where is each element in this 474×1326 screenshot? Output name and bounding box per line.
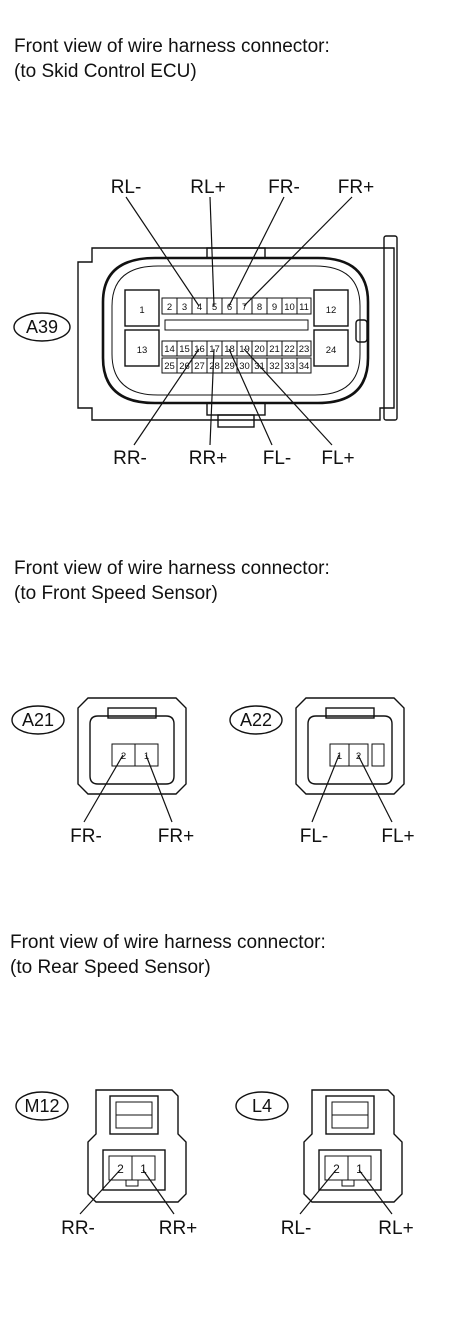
wire-label-fr-plus: FR+ — [338, 177, 374, 198]
pin-label: 32 — [269, 361, 280, 372]
pin-label: 1 — [139, 305, 144, 316]
pin-label: 6 — [227, 302, 232, 313]
pin-label: 2 — [121, 751, 126, 762]
rear-caption-line1: Front view of wire harness connector: — [10, 932, 326, 953]
connector-tag-a39 — [13, 312, 71, 342]
pin-label: 12 — [326, 305, 337, 316]
ecu-side-rail — [383, 235, 398, 421]
pin-label: 2 — [167, 302, 172, 313]
front-sensor-diagram: A21 2 1 FR- FR+ A22 1 2 FL- FL+ — [11, 697, 415, 847]
connector-id: A22 — [240, 710, 272, 730]
connector-id: A21 — [22, 710, 54, 730]
connector-id: M12 — [24, 1096, 59, 1116]
ecu-connector-diagram: 1 12 13 24 2 3 4 5 6 7 8 9 10 11 14 15 1… — [13, 177, 398, 469]
pin-label: 9 — [272, 302, 277, 313]
pin-label: 8 — [257, 302, 262, 313]
wire-label-fr-minus: FR- — [70, 826, 102, 847]
ecu-pin-row-1: 2 3 4 5 6 7 8 9 10 11 — [167, 302, 309, 313]
pin-label: 1 — [356, 1162, 363, 1176]
pin-label: 23 — [299, 344, 310, 355]
ecu-shroud — [101, 256, 370, 405]
pin-label: 30 — [239, 361, 250, 372]
connector-a21: A21 2 1 FR- FR+ — [11, 697, 194, 847]
pin-label: 7 — [242, 302, 247, 313]
pin-label: 2 — [117, 1162, 124, 1176]
pin-label: 13 — [137, 345, 148, 356]
pin-label: 34 — [299, 361, 310, 372]
ecu-caption-line1: Front view of wire harness connector: — [14, 36, 330, 57]
connector-id: A39 — [26, 317, 58, 337]
wire-label-rr-plus: RR+ — [159, 1218, 198, 1239]
pin-label: 4 — [197, 302, 202, 313]
rear-sensor-diagram: M12 2 1 RR- RR+ L4 2 1 RL- RL+ — [15, 1089, 414, 1239]
pin-label: 25 — [164, 361, 175, 372]
wire-label-fr-plus: FR+ — [158, 826, 194, 847]
connector-id: L4 — [252, 1096, 272, 1116]
connector-a22: A22 1 2 FL- FL+ — [229, 697, 415, 847]
pin-label: 22 — [284, 344, 295, 355]
pin-label: 3 — [182, 302, 187, 313]
ecu-caption-line2: (to Skid Control ECU) — [14, 61, 197, 82]
pin-label: 10 — [284, 302, 295, 313]
front-caption-line2: (to Front Speed Sensor) — [14, 583, 218, 604]
pin-label: 11 — [299, 302, 309, 313]
wire-label-rl-plus: RL+ — [190, 177, 225, 198]
pin-label: 1 — [337, 751, 342, 762]
wire-label-rl-minus: RL- — [111, 177, 142, 198]
pin-label: 28 — [209, 361, 220, 372]
connector-l4: L4 2 1 RL- RL+ — [235, 1089, 414, 1239]
wire-label-fl-minus: FL- — [263, 448, 292, 469]
wire-label-rr-minus: RR- — [61, 1218, 95, 1239]
pin-label: 24 — [326, 345, 337, 356]
ecu-caption: Front view of wire harness connector: (t… — [14, 34, 330, 84]
ecu-pin-row-3: 25 26 27 28 29 30 31 32 33 34 — [164, 361, 309, 372]
wire-label-fl-plus: FL+ — [321, 448, 354, 469]
pin-label: 29 — [224, 361, 235, 372]
pin-label: 5 — [212, 302, 217, 313]
pin-label: 2 — [333, 1162, 340, 1176]
ecu-housing — [77, 247, 395, 421]
pin-label: 27 — [194, 361, 205, 372]
rear-caption-line2: (to Rear Speed Sensor) — [10, 957, 211, 978]
front-caption: Front view of wire harness connector: (t… — [14, 556, 330, 606]
connector-tag-m12 — [15, 1091, 69, 1121]
connector-tag-l4 — [235, 1091, 289, 1121]
wire-label-rl-plus: RL+ — [378, 1218, 413, 1239]
pin-label: 26 — [179, 361, 190, 372]
pin-label: 1 — [140, 1162, 147, 1176]
pin-label: 21 — [269, 344, 280, 355]
wire-label-fr-minus: FR- — [268, 177, 300, 198]
pin-label: 15 — [179, 344, 190, 355]
wire-label-rl-minus: RL- — [281, 1218, 312, 1239]
wire-label-fl-plus: FL+ — [381, 826, 414, 847]
wire-label-rr-plus: RR+ — [189, 448, 228, 469]
wire-label-rr-minus: RR- — [113, 448, 147, 469]
ecu-top-latch — [206, 247, 266, 259]
pin-label: 33 — [284, 361, 295, 372]
connector-tag-a21 — [11, 705, 65, 735]
front-caption-line1: Front view of wire harness connector: — [14, 558, 330, 579]
rear-caption: Front view of wire harness connector: (t… — [10, 930, 326, 980]
connector-tag-a22 — [229, 705, 283, 735]
pin-label: 20 — [254, 344, 265, 355]
pin-label: 14 — [164, 344, 175, 355]
connector-m12: M12 2 1 RR- RR+ — [15, 1089, 198, 1239]
wire-label-fl-minus: FL- — [300, 826, 329, 847]
pin-label: 16 — [194, 344, 205, 355]
